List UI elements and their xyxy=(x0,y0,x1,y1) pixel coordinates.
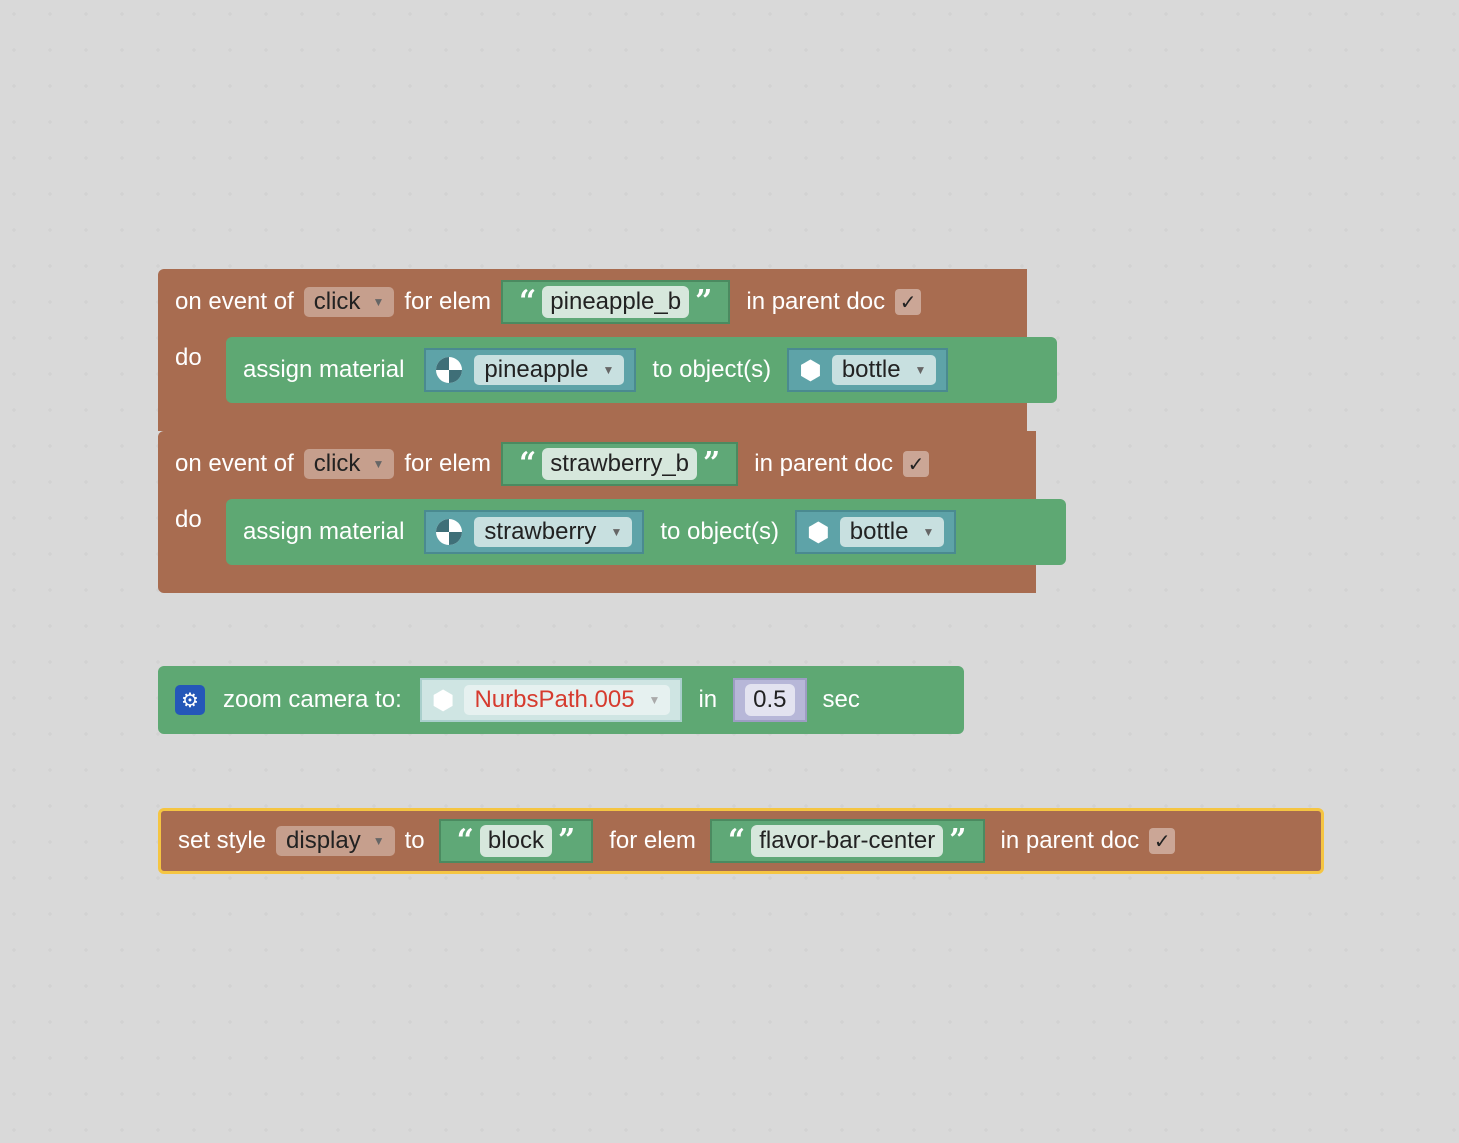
checkmark-icon[interactable]: ✓ xyxy=(903,451,930,477)
cube-icon: ⬢ xyxy=(799,354,822,385)
in-parent-doc-label: in parent doc xyxy=(754,450,894,477)
in-parent-doc-label: in parent doc xyxy=(1000,827,1140,854)
assign-material-block-1[interactable]: assign material pineapple ▼ to object(s)… xyxy=(226,337,1057,403)
elem-id-value[interactable]: pineapple_b xyxy=(542,286,690,318)
do-label: do xyxy=(175,506,202,533)
style-elem-id-string[interactable]: “ flavor-bar-center ” xyxy=(709,819,985,863)
for-elem-label: for elem xyxy=(404,288,492,315)
assign-material-block-2[interactable]: assign material strawberry ▼ to object(s… xyxy=(226,499,1066,565)
material-value-box: strawberry ▼ xyxy=(474,517,633,547)
set-style-block[interactable]: set style display ▼ to “ block ” for ele… xyxy=(158,808,1324,874)
event-type-dropdown[interactable]: click ▼ xyxy=(303,449,395,479)
zoom-target-dropdown[interactable]: ⬢ NurbsPath.005 ▼ xyxy=(419,678,683,722)
zoom-camera-block[interactable]: ⚙ zoom camera to: ⬢ NurbsPath.005 ▼ in 0… xyxy=(158,666,964,734)
quote-open-icon: “ xyxy=(727,823,746,858)
elem-id-value[interactable]: strawberry_b xyxy=(542,448,698,480)
assign-material-label: assign material xyxy=(243,518,405,545)
duration-value[interactable]: 0.5 xyxy=(745,684,795,716)
to-objects-label: to object(s) xyxy=(660,518,780,545)
quote-close-icon: ” xyxy=(949,823,967,858)
elem-id-string[interactable]: “ strawberry_b ” xyxy=(501,442,739,486)
on-event-of-label: on event of xyxy=(175,450,294,477)
gear-icon[interactable]: ⚙ xyxy=(175,685,205,715)
style-property-value: display xyxy=(286,827,361,854)
material-dropdown[interactable]: strawberry ▼ xyxy=(424,510,645,554)
quote-close-icon: ” xyxy=(695,284,713,319)
in-label: in xyxy=(698,686,718,713)
duration-number[interactable]: 0.5 xyxy=(733,678,807,722)
material-icon xyxy=(436,519,463,545)
material-dropdown[interactable]: pineapple ▼ xyxy=(424,348,637,392)
material-icon xyxy=(436,357,463,383)
sec-label: sec xyxy=(822,686,860,713)
checkmark-icon[interactable]: ✓ xyxy=(895,289,922,315)
object-value: bottle xyxy=(849,518,909,545)
cube-icon: ⬢ xyxy=(807,516,830,547)
quote-open-icon: “ xyxy=(456,823,474,858)
quote-close-icon: ” xyxy=(557,823,576,858)
material-value: pineapple xyxy=(484,356,589,383)
style-property-dropdown[interactable]: display ▼ xyxy=(276,826,395,856)
zoom-target-value: NurbsPath.005 xyxy=(474,686,635,713)
zoom-camera-label: zoom camera to: xyxy=(223,686,402,713)
cube-icon: ⬢ xyxy=(431,684,455,715)
dropdown-arrow-icon: ▼ xyxy=(372,834,385,848)
for-elem-label: for elem xyxy=(404,450,492,477)
object-value-box: bottle ▼ xyxy=(839,517,945,547)
dropdown-arrow-icon: ▼ xyxy=(372,457,385,471)
quote-open-icon: “ xyxy=(519,446,537,481)
set-style-label: set style xyxy=(178,827,267,854)
object-value-box: bottle ▼ xyxy=(831,355,937,385)
style-value[interactable]: block xyxy=(479,825,552,857)
checkmark-icon[interactable]: ✓ xyxy=(1149,828,1176,854)
zoom-target-value-box: NurbsPath.005 ▼ xyxy=(464,685,671,715)
style-value-string[interactable]: “ block ” xyxy=(438,819,594,863)
in-parent-doc-label: in parent doc xyxy=(746,288,886,315)
dropdown-arrow-icon: ▼ xyxy=(602,363,615,377)
material-value: strawberry xyxy=(484,518,597,545)
assign-material-label: assign material xyxy=(243,356,405,383)
to-objects-label: to object(s) xyxy=(652,356,772,383)
do-label: do xyxy=(175,344,202,371)
event-type-value: click xyxy=(313,288,361,315)
to-label: to xyxy=(404,827,425,854)
on-event-of-label: on event of xyxy=(175,288,294,315)
dropdown-arrow-icon: ▼ xyxy=(648,693,661,707)
dropdown-arrow-icon: ▼ xyxy=(372,295,385,309)
quote-open-icon: “ xyxy=(519,284,537,319)
quote-close-icon: ” xyxy=(703,446,721,481)
object-dropdown[interactable]: ⬢ bottle ▼ xyxy=(787,348,949,392)
dropdown-arrow-icon: ▼ xyxy=(610,525,623,539)
dropdown-arrow-icon: ▼ xyxy=(922,525,935,539)
style-elem-id-value[interactable]: flavor-bar-center xyxy=(751,825,944,857)
material-value-box: pineapple ▼ xyxy=(474,355,625,385)
elem-id-string[interactable]: “ pineapple_b ” xyxy=(501,280,731,324)
event-type-dropdown[interactable]: click ▼ xyxy=(303,287,395,317)
object-dropdown[interactable]: ⬢ bottle ▼ xyxy=(795,510,957,554)
dropdown-arrow-icon: ▼ xyxy=(914,363,927,377)
object-value: bottle xyxy=(841,356,901,383)
for-elem-label: for elem xyxy=(609,827,696,854)
event-type-value: click xyxy=(313,450,361,477)
